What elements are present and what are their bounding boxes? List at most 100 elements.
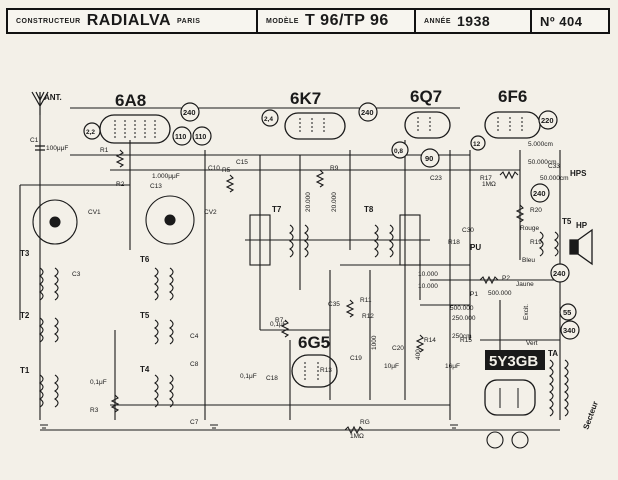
svg-text:CV1: CV1 (88, 209, 101, 216)
capacitor-c1 (35, 145, 45, 151)
svg-text:C19: C19 (350, 355, 362, 362)
svg-text:C30: C30 (462, 227, 474, 234)
wire-jaune: Jaune (516, 281, 534, 288)
excit-label: Excit. (523, 304, 530, 320)
svg-text:C4: C4 (190, 333, 199, 340)
wire-bleu: Bleu (522, 257, 535, 264)
svg-text:CV2: CV2 (204, 209, 217, 216)
hp-label: HP (576, 221, 588, 230)
marker-55: 55 (563, 308, 571, 317)
marker-240-a: 240 (183, 108, 196, 117)
r14-value: 400 (415, 349, 422, 360)
svg-text:C3: C3 (72, 271, 81, 278)
tube-6a8: 6A8 (99, 91, 171, 144)
svg-text:C15: C15 (236, 159, 248, 166)
coil-set (39, 214, 559, 408)
svg-text:R5: R5 (222, 167, 231, 174)
marker-240-d: 240 (553, 269, 566, 278)
wave-switch-1 (32, 199, 78, 245)
power-transformer (486, 359, 569, 449)
r250cm-value: 250cm (452, 333, 472, 340)
ta-label: TA (548, 349, 558, 358)
pu-label: PU (470, 243, 481, 252)
marker-90: 90 (425, 154, 433, 163)
tube-5y3gb-label: 5Y3GB (489, 353, 538, 370)
antenna-label: ANT. (44, 93, 62, 102)
c1-ref: C1 (30, 137, 39, 144)
tube-6a8-label: 6A8 (115, 91, 146, 110)
svg-text:R2: R2 (116, 181, 125, 188)
tube-6f6: 6F6 (484, 87, 541, 139)
svg-text:R18: R18 (448, 239, 460, 246)
tube-6f6-label: 6F6 (498, 87, 527, 106)
tube-6q7: 6Q7 (404, 87, 451, 139)
wave-switch-2 (145, 195, 195, 245)
svg-text:R12: R12 (362, 313, 374, 320)
antenna-symbol (31, 91, 49, 115)
c-0-1-a: 0,1μF (270, 321, 287, 328)
svg-text:T4: T4 (140, 365, 150, 374)
svg-text:T2: T2 (20, 311, 30, 320)
c17-value: 1.000μμF (152, 173, 180, 180)
year-cell: ANNÉE 1938 (416, 10, 532, 32)
r12-value: 1000 (371, 335, 378, 350)
svg-text:R1: R1 (100, 147, 109, 154)
svg-text:T3: T3 (20, 249, 30, 258)
marker-110-b: 110 (195, 134, 206, 141)
city-label: PARIS (177, 17, 201, 25)
ground-symbols (40, 424, 458, 429)
constructor-cell: CONSTRUCTEUR RADIALVA PARIS (8, 10, 258, 32)
wiring (19, 107, 561, 431)
wire-rouge: Rouge (520, 225, 540, 232)
r10k-1-value: 10.000 (418, 271, 438, 278)
svg-text:T5: T5 (562, 217, 572, 226)
svg-text:R15: R15 (460, 337, 472, 344)
svg-text:C8: C8 (190, 361, 199, 368)
svg-text:C23: C23 (430, 175, 442, 182)
component-refs: T3 T2 T1 T6 T5 T4 T7 T8 T5 CV1 CV2 R1 R2… (20, 147, 572, 426)
svg-text:R3: R3 (90, 407, 99, 414)
year-value: 1938 (457, 13, 491, 29)
voltage-markers (83, 102, 580, 340)
svg-text:R13: R13 (320, 367, 332, 374)
marker-340: 340 (563, 326, 576, 335)
c33-value: 50.000cm (540, 175, 569, 182)
tube-6k7-label: 6K7 (290, 89, 321, 108)
svg-text:R14: R14 (424, 337, 436, 344)
tube-5y3gb: 5Y3GB (484, 350, 545, 416)
marker-110-a: 110 (175, 134, 186, 141)
svg-text:T7: T7 (272, 205, 282, 214)
svg-text:C10: C10 (208, 165, 220, 172)
c-16uf: 16μF (445, 363, 460, 370)
c31-value: 50.000cm (528, 159, 557, 166)
tube-6g5-label: 6G5 (298, 333, 330, 352)
svg-text:P2: P2 (502, 275, 510, 282)
p1-value: 500.000 (450, 305, 474, 312)
marker-2-4: 2,4 (264, 116, 273, 123)
title-block: CONSTRUCTEUR RADIALVA PARIS MODÈLE T 96/… (6, 8, 610, 34)
marker-220: 220 (541, 116, 554, 125)
svg-text:R19: R19 (530, 239, 542, 246)
sheet-number: Nº 404 (540, 13, 583, 29)
svg-text:P1: P1 (470, 291, 478, 298)
r20k-1-value: 20.000 (305, 192, 312, 212)
marker-240-b: 240 (361, 108, 374, 117)
svg-text:C13: C13 (150, 183, 162, 190)
r500k-value: 500.000 (488, 290, 512, 297)
resistors (110, 149, 525, 435)
r17-value: 1MΩ (482, 181, 496, 188)
svg-text:T5: T5 (140, 311, 150, 320)
r20-value: 5.000cm (528, 141, 553, 148)
marker-12: 12 (473, 141, 481, 148)
marker-0-8: 0,8 (394, 148, 403, 155)
constructor-label: CONSTRUCTEUR (16, 17, 81, 25)
wire-vert: Vert (526, 340, 538, 347)
secteur-label: Secteur (581, 400, 599, 431)
c1-value: 100μμF (46, 145, 68, 152)
svg-text:T6: T6 (140, 255, 150, 264)
svg-text:R11: R11 (360, 297, 372, 304)
sheet-number-cell: Nº 404 (532, 10, 608, 32)
model-number: T 96/TP 96 (304, 12, 389, 29)
